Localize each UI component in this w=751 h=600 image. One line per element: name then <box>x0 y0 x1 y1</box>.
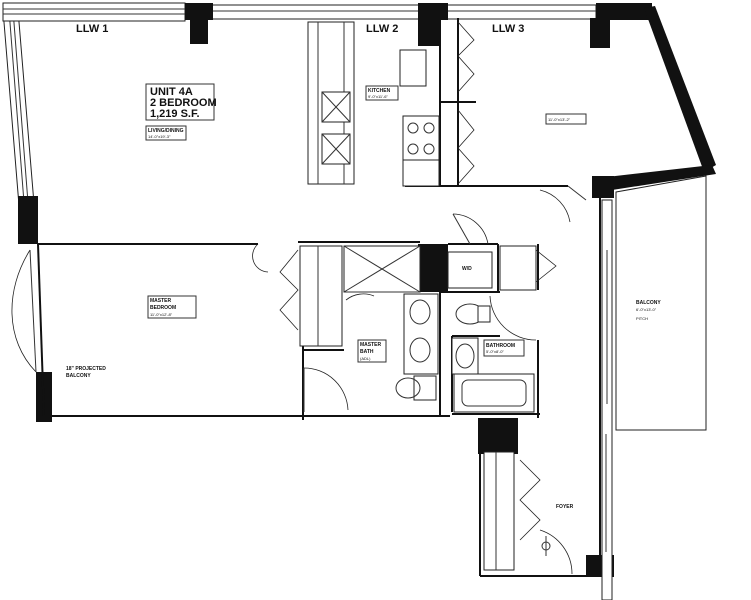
balcony-name: BALCONY <box>636 300 661 306</box>
bedroom-2-dim: 11'-0"x13'-2" <box>548 117 571 122</box>
room-label-projected-balcony: 18" PROJECTED BALCONY <box>66 366 106 379</box>
projected-balcony-outline <box>11 249 37 373</box>
bathroom-name: BATHROOM <box>486 343 515 349</box>
room-label-kitchen: KITCHEN 9'-0"x11'-6" <box>365 85 399 101</box>
column-label-llw3: LLW 3 <box>492 23 524 35</box>
balcony-outline <box>601 175 707 600</box>
column-label-llw2: LLW 2 <box>366 23 398 35</box>
kitchen-fixtures <box>307 21 440 187</box>
master-bath-name-1: MASTER <box>360 342 382 348</box>
master-bedroom-name-1: MASTER <box>150 298 172 304</box>
room-label-living-dining: LIVING/DINING 14'-0"x19'-3" <box>145 125 187 141</box>
master-bath-name-2: BATH <box>360 349 374 355</box>
room-label-balcony: BALCONY 6'-0"x13'-0" PITCH <box>636 300 661 321</box>
room-label-master-bedroom: MASTER BEDROOM 11'-0"x12'-8" <box>147 295 197 319</box>
unit-number: UNIT 4A <box>150 86 193 98</box>
master-bedroom-dim: 11'-0"x12'-8" <box>150 312 173 317</box>
master-bath-dim: (ADL) <box>360 356 371 361</box>
room-label-foyer: FOYER <box>556 504 574 510</box>
balcony-note: PITCH <box>636 316 648 321</box>
living-dining-name: LIVING/DINING <box>148 128 184 134</box>
bathroom-dim: 5'-0"x8'-0" <box>486 349 505 354</box>
unit-info-box: UNIT 4A 2 BEDROOM 1,219 S.F. <box>145 83 217 121</box>
living-dining-dim: 14'-0"x19'-3" <box>148 134 171 139</box>
structural-walls <box>18 3 716 577</box>
closet-doors <box>279 21 541 571</box>
column-label-llw1: LLW 1 <box>76 23 108 35</box>
kitchen-dim: 9'-0"x11'-6" <box>368 94 388 99</box>
foyer-entry <box>541 536 551 556</box>
unit-square-footage: 1,219 S.F. <box>150 108 200 120</box>
projected-balcony-name-1: 18" PROJECTED <box>66 366 106 372</box>
unit-bedrooms: 2 BEDROOM <box>150 97 217 109</box>
kitchen-name: KITCHEN <box>368 88 391 94</box>
projected-balcony-name-2: BALCONY <box>66 373 91 379</box>
room-label-bathroom: BATHROOM 5'-0"x8'-0" <box>483 339 525 357</box>
balcony-dim: 6'-0"x13'-0" <box>636 307 657 312</box>
master-bath-fixtures <box>343 245 439 401</box>
room-label-bedroom-2: 11'-0"x13'-2" <box>545 113 587 125</box>
room-label-master-bath: MASTER BATH (ADL) <box>357 339 387 363</box>
door-swings <box>252 185 587 575</box>
window-wall-north <box>2 2 597 22</box>
master-bedroom-name-2: BEDROOM <box>150 305 176 311</box>
room-label-wd: W/D <box>462 266 472 272</box>
bathroom-fixtures <box>447 245 557 413</box>
